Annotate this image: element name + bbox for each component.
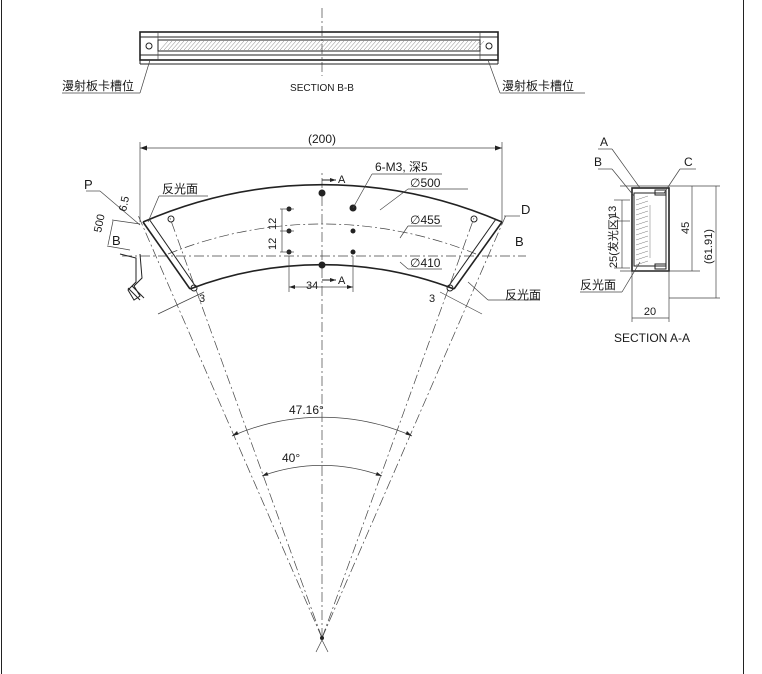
plan-label-b-left: B: [112, 233, 121, 248]
plan-reflect-top: 反光面: [162, 182, 198, 196]
plan-marker-a-bottom: A: [338, 275, 346, 287]
plan-label-b-right: B: [515, 234, 524, 249]
plan-angle-inner: 40°: [282, 451, 300, 465]
section-aa-dim-45: 45: [680, 222, 692, 234]
section-bb-title: SECTION B-B: [290, 83, 354, 94]
plan-radius-outer: ∅500: [410, 176, 441, 190]
plan-angle-outer: 47.16°: [289, 403, 324, 417]
section-bb-left-label: 漫射板卡槽位: [62, 78, 134, 93]
plan-label-d: D: [521, 202, 530, 217]
section-aa-reflect: 反光面: [580, 278, 616, 292]
plan-view: [86, 142, 540, 653]
section-aa-dim-13: 13: [607, 206, 619, 218]
section-aa-dim-25: 25(发光区): [606, 215, 620, 268]
section-aa-view: [580, 148, 720, 322]
plan-dim-500: 500: [92, 213, 108, 233]
section-aa-label-b: B: [594, 155, 602, 169]
section-aa-dim-20: 20: [644, 306, 656, 318]
plan-dim-12a: 12: [267, 218, 279, 230]
plan-dim-65: 6.5: [117, 195, 132, 212]
plan-radius-inner: ∅410: [410, 256, 441, 270]
plan-reflect-right: 反光面: [505, 288, 541, 302]
section-bb-view: [62, 8, 585, 94]
plan-label-p: P: [84, 177, 93, 192]
plan-dim-3-left: 3: [199, 293, 205, 305]
section-aa-title: SECTION A-A: [614, 331, 690, 345]
section-aa-dim-6191: (61.91): [703, 229, 715, 264]
section-bb-right-label: 漫射板卡槽位: [502, 78, 574, 93]
section-aa-label-a: A: [600, 135, 608, 149]
plan-dim-3-right: 3: [429, 293, 435, 305]
plan-dim-12b: 12: [267, 238, 279, 250]
plan-holes-label: 6-M3, 深5: [375, 160, 428, 174]
plan-marker-a-top: A: [338, 174, 346, 186]
plan-dim-34: 34: [306, 280, 318, 292]
plan-radius-mid: ∅455: [410, 213, 441, 227]
plan-width-dim: (200): [308, 132, 336, 146]
section-aa-label-c: C: [684, 155, 693, 169]
